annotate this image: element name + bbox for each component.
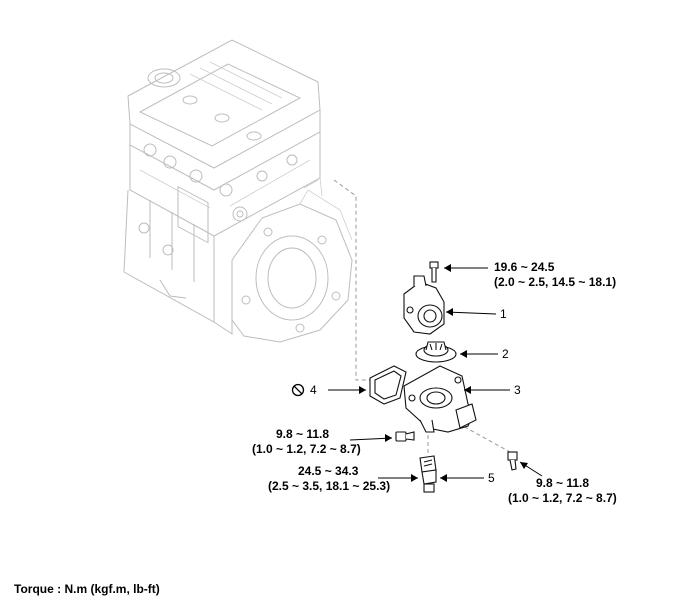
callout-5: 5: [488, 471, 495, 485]
housing-bolt-right: [507, 451, 518, 471]
torque-inlet-bolt-nm: 19.6 ~ 24.5: [494, 260, 555, 274]
callout-4: 4: [310, 383, 317, 397]
torque-inlet-bolt-alt: (2.0 ~ 2.5, 14.5 ~ 18.1): [494, 275, 616, 289]
callout-3: 3: [514, 383, 521, 397]
inlet-bolt: [429, 261, 439, 283]
torque-unit-note: Torque : N.m (kgf.m, lb-ft): [14, 582, 160, 596]
gasket: [369, 365, 407, 405]
alignment-lines: [333, 179, 511, 456]
torque-sensor-alt: (2.5 ~ 3.5, 18.1 ~ 25.3): [268, 479, 390, 493]
do-not-reuse-icon: [291, 383, 305, 397]
engine-block: [123, 39, 353, 343]
water-inlet-fitting: [403, 275, 445, 335]
thermostat-housing: [403, 365, 477, 433]
callout-1: 1: [500, 307, 507, 321]
torque-left-bolt-nm: 9.8 ~ 11.8: [276, 427, 329, 441]
leader-lines: [328, 264, 543, 482]
housing-bolt-left: [395, 431, 415, 442]
torque-sensor-nm: 24.5 ~ 34.3: [298, 464, 359, 478]
temperature-sensor: [419, 455, 437, 493]
torque-left-bolt-alt: (1.0 ~ 1.2, 7.2 ~ 8.7): [252, 442, 361, 456]
torque-right-bolt-alt: (1.0 ~ 1.2, 7.2 ~ 8.7): [508, 491, 617, 505]
callout-2: 2: [502, 347, 509, 361]
thermostat: [415, 341, 457, 363]
torque-right-bolt-nm: 9.8 ~ 11.8: [536, 476, 589, 490]
